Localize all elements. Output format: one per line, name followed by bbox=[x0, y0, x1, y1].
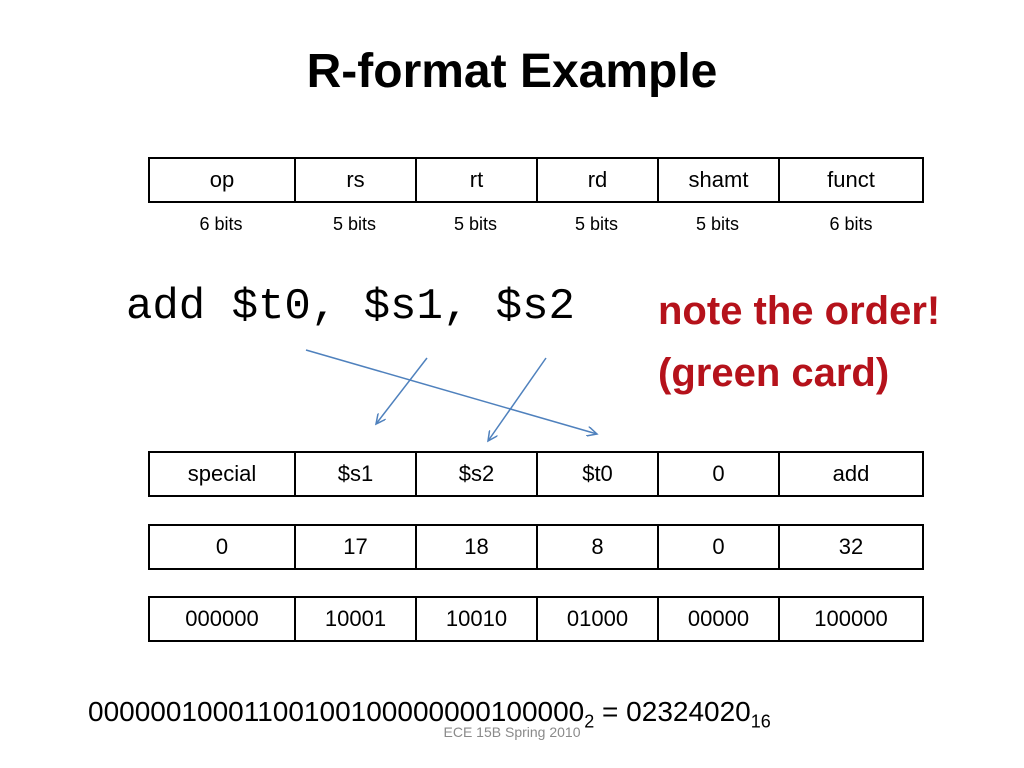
format-header-row: op rs rt rd shamt funct bbox=[148, 157, 924, 203]
field-rd: rd bbox=[538, 159, 659, 201]
decimal-row: 0 17 18 8 0 32 bbox=[148, 524, 924, 570]
binary-rt: 10010 bbox=[417, 598, 538, 640]
binary-hex-equation: 000000100011001001000000001000002 = 0232… bbox=[88, 696, 771, 733]
hex-value: 02324020 bbox=[626, 696, 751, 727]
decimal-shamt: 0 bbox=[659, 526, 780, 568]
binary-funct: 100000 bbox=[780, 598, 924, 640]
footer-text: ECE 15B Spring 2010 bbox=[443, 724, 581, 740]
field-rs: rs bbox=[296, 159, 417, 201]
symbolic-op: special bbox=[150, 453, 296, 495]
hex-base: 16 bbox=[750, 711, 771, 732]
symbolic-rd: $t0 bbox=[538, 453, 659, 495]
binary-rd: 01000 bbox=[538, 598, 659, 640]
bits-funct: 6 bits bbox=[829, 214, 873, 234]
field-shamt: shamt bbox=[659, 159, 780, 201]
bits-rt: 5 bits bbox=[453, 214, 498, 234]
binary-op: 000000 bbox=[150, 598, 296, 640]
symbolic-row: special $s1 $s2 $t0 0 add bbox=[148, 451, 924, 497]
bit-width-labels: 6 bits 5 bits 5 bits 5 bits 5 bits 6 bit… bbox=[148, 214, 924, 240]
binary-row: 000000 10001 10010 01000 00000 100000 bbox=[148, 596, 924, 642]
slide-title: R-format Example bbox=[306, 45, 718, 98]
binary-value: 00000010001100100100000000100000 bbox=[88, 696, 585, 727]
field-op: op bbox=[150, 159, 296, 201]
note-line-1: note the order! bbox=[658, 289, 941, 333]
bits-op: 6 bits bbox=[199, 214, 243, 234]
bits-rd: 5 bits bbox=[574, 214, 619, 234]
instruction-text: add $t0, $s1, $s2 bbox=[126, 282, 575, 332]
symbolic-funct: add bbox=[780, 453, 924, 495]
arrow-s1-to-rs bbox=[376, 357, 428, 424]
bits-shamt: 5 bits bbox=[695, 214, 740, 234]
note-line-2: (green card) bbox=[658, 351, 890, 395]
decimal-op: 0 bbox=[150, 526, 296, 568]
order-note: note the order! (green card) bbox=[658, 280, 998, 404]
arrow-s2-to-rt bbox=[488, 357, 547, 441]
symbolic-rs: $s1 bbox=[296, 453, 417, 495]
decimal-rd: 8 bbox=[538, 526, 659, 568]
decimal-rs: 17 bbox=[296, 526, 417, 568]
binary-base: 2 bbox=[584, 711, 595, 732]
binary-shamt: 00000 bbox=[659, 598, 780, 640]
arrow-t0-to-rd bbox=[305, 349, 597, 434]
symbolic-shamt: 0 bbox=[659, 453, 780, 495]
binary-rs: 10001 bbox=[296, 598, 417, 640]
field-funct: funct bbox=[780, 159, 924, 201]
bits-rs: 5 bits bbox=[332, 214, 377, 234]
symbolic-rt: $s2 bbox=[417, 453, 538, 495]
decimal-rt: 18 bbox=[417, 526, 538, 568]
decimal-funct: 32 bbox=[780, 526, 924, 568]
field-rt: rt bbox=[417, 159, 538, 201]
equals-sign: = bbox=[594, 696, 627, 727]
